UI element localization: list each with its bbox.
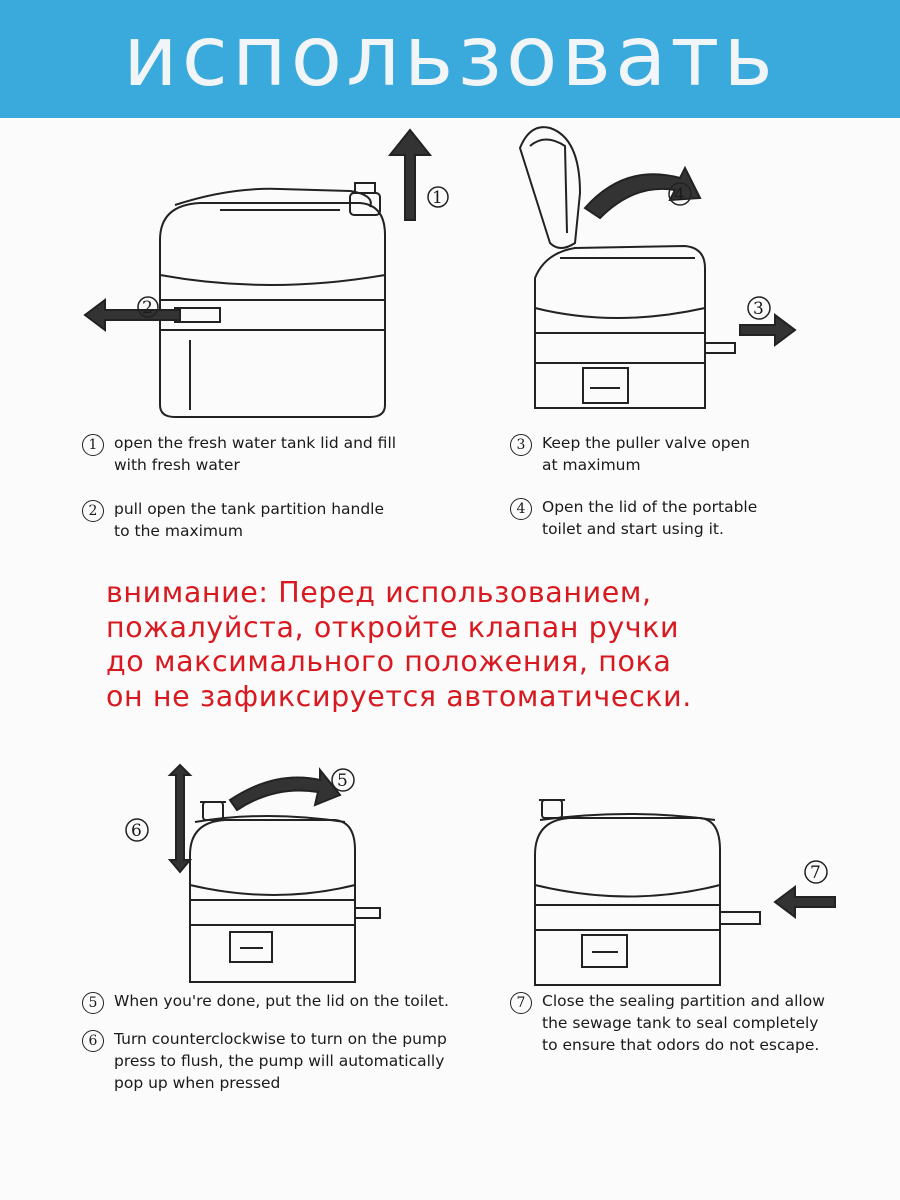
step-2: 2 pull open the tank partition handle to… (82, 498, 384, 542)
warning-line: до максимального положения, пока (106, 645, 672, 678)
step-number: 2 (82, 500, 104, 522)
step-number: 4 (510, 498, 532, 520)
page-title: использовать (123, 7, 777, 105)
step-4: 4 Open the lid of the portable toilet an… (510, 496, 757, 540)
warning-line: пожалуйста, откройте клапан ручки (106, 610, 680, 644)
figure-label: 2 (142, 298, 153, 318)
step-text: Keep the puller valve open at maximum (542, 434, 751, 474)
warning-note: внимание: Перед использованием, пожалуйс… (106, 576, 876, 714)
figure-label: 6 (131, 821, 142, 841)
step-text: Open the lid of the portable toilet and … (542, 498, 758, 538)
step-6: 6 Turn counterclockwise to turn on the p… (82, 1028, 447, 1094)
warning-line: он не зафиксируется автоматически. (106, 679, 692, 713)
step-1: 1 open the fresh water tank lid and fill… (82, 432, 396, 476)
step-number: 5 (82, 992, 104, 1014)
step-text: open the fresh water tank lid and fill w… (114, 434, 397, 474)
figure-label: 3 (753, 299, 764, 319)
illustration-seal-tank: 7 (520, 780, 850, 990)
figure-label: 7 (810, 863, 821, 883)
step-text: Turn counterclockwise to turn on the pum… (114, 1030, 447, 1092)
step-number: 6 (82, 1030, 104, 1052)
step-5: 5 When you're done, put the lid on the t… (82, 990, 449, 1014)
step-text: Close the sealing partition and allow th… (542, 992, 825, 1054)
step-number: 7 (510, 992, 532, 1014)
step-7: 7 Close the sealing partition and allow … (510, 990, 825, 1056)
warning-line: внимание: Перед использованием, (106, 576, 652, 609)
step-3: 3 Keep the puller valve open at maximum (510, 432, 750, 476)
header-banner: использовать (0, 0, 900, 118)
step-number: 1 (82, 434, 104, 456)
step-number: 3 (510, 434, 532, 456)
figure-label: 1 (432, 188, 443, 208)
illustration-fill-water: 1 2 (80, 125, 460, 425)
illustration-close-lid: 5 6 (115, 760, 405, 990)
figure-label: 5 (337, 771, 348, 791)
step-text: pull open the tank partition handle to t… (114, 500, 385, 540)
figure-label: 4 (674, 185, 685, 205)
step-text: When you're done, put the lid on the toi… (114, 992, 449, 1010)
illustration-open-lid: 4 3 (505, 118, 825, 423)
